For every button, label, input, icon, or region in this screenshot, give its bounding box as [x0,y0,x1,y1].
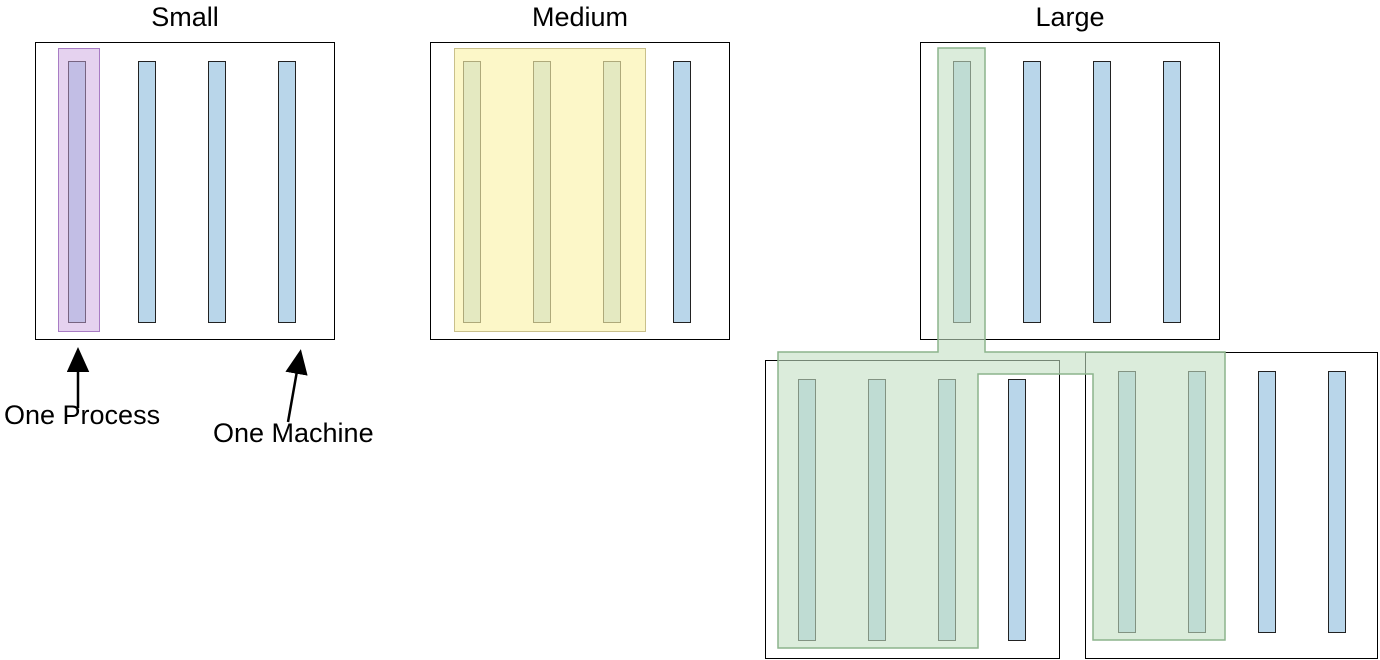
process-bar [68,61,86,323]
group-title-large: Large [1035,2,1105,32]
process-bar [798,379,816,641]
process-bar [953,61,971,323]
one-process-label: One Process [4,400,161,430]
machine-medium [430,42,730,340]
process-bar [603,61,621,323]
group-title-medium: Medium [531,2,629,32]
process-bar [1008,379,1026,641]
machine-large-bottom-right [1085,352,1378,659]
machine-small [35,42,335,340]
machine-large-top [920,42,1220,340]
one-machine-arrow [285,349,308,423]
process-bar [1093,61,1111,323]
process-bar [1163,61,1181,323]
process-bar [138,61,156,323]
process-bar [208,61,226,323]
process-bar [1258,371,1276,633]
process-bar [673,61,691,323]
machine-large-bottom-left [765,360,1060,659]
process-bar [278,61,296,323]
process-bar [938,379,956,641]
process-bar [533,61,551,323]
process-bar [1118,371,1136,633]
process-bar [1328,371,1346,633]
process-bar [463,61,481,323]
process-bar [1188,371,1206,633]
group-title-small: Small [151,2,219,32]
one-machine-label: One Machine [213,418,374,448]
process-bar [868,379,886,641]
process-bar [1023,61,1041,323]
